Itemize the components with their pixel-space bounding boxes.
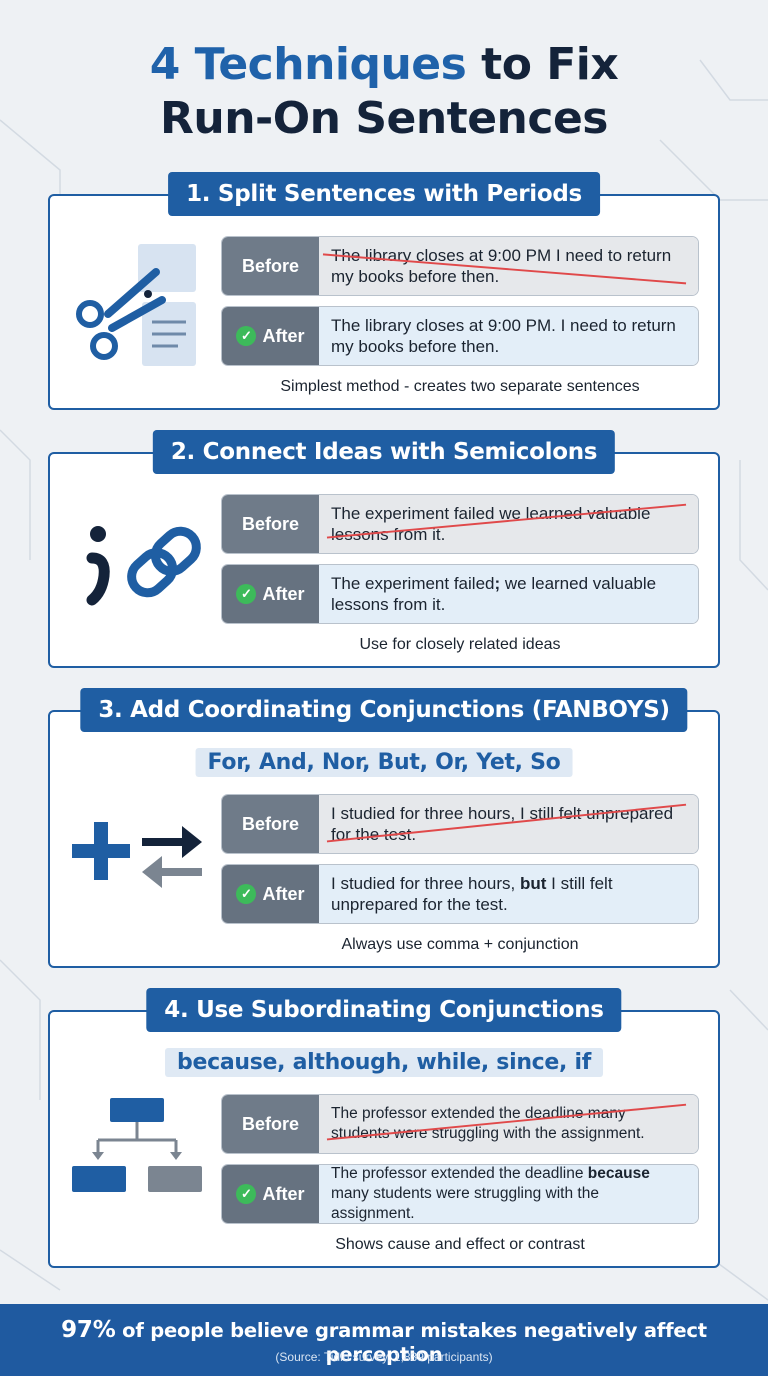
after-example: ✓After The library closes at 9:00 PM. I … [221, 306, 699, 366]
after-text: The professor extended the deadline beca… [319, 1165, 698, 1223]
technique-note: Use for closely related ideas [359, 636, 561, 653]
check-icon: ✓ [236, 584, 257, 604]
statistic-footer: 97% of people believe grammar mistakes n… [0, 1304, 768, 1376]
technique-heading: 2. Connect Ideas with Semicolons [152, 430, 616, 474]
hierarchy-diagram-icon [72, 1098, 202, 1192]
statistic-text: 97% of people believe grammar mistakes n… [61, 1317, 707, 1366]
before-example: Before The professor extended the deadli… [221, 1094, 699, 1154]
after-label: ✓After [222, 307, 319, 365]
before-label: Before [222, 237, 319, 295]
check-icon: ✓ [236, 326, 257, 346]
after-text: The experiment failed; we learned valuab… [319, 565, 698, 623]
plus-arrows-icon [72, 822, 202, 888]
after-text: I studied for three hours, but I still f… [319, 865, 698, 923]
technique-card-4: 4. Use Subordinating Conjunctions becaus… [48, 988, 720, 1268]
after-label: ✓After [222, 865, 319, 923]
after-label: ✓After [222, 1165, 319, 1223]
subordinating-word-list: because, although, while, since, if [165, 1048, 603, 1077]
technique-heading: 3. Add Coordinating Conjunctions (FANBOY… [80, 688, 688, 732]
before-label: Before [222, 495, 319, 553]
scissors-document-icon [76, 244, 196, 366]
before-example: Before The library closes at 9:00 PM I n… [221, 236, 699, 296]
semicolon-link-icon [86, 526, 201, 606]
after-example: ✓After I studied for three hours, but I … [221, 864, 699, 924]
before-text: The experiment failed we learned valuabl… [319, 495, 698, 553]
technique-card-2: 2. Connect Ideas with Semicolons Before … [48, 430, 720, 668]
after-example: ✓After The experiment failed; we learned… [221, 564, 699, 624]
before-text: I studied for three hours, I still felt … [319, 795, 698, 853]
before-example: Before The experiment failed we learned … [221, 494, 699, 554]
check-icon: ✓ [236, 884, 257, 904]
before-text: The library closes at 9:00 PM I need to … [319, 237, 698, 295]
fanboys-word-list: For, And, Nor, But, Or, Yet, So [195, 748, 573, 777]
technique-note: Always use comma + conjunction [341, 936, 579, 953]
check-icon: ✓ [236, 1184, 257, 1204]
before-label: Before [222, 795, 319, 853]
technique-card-1: 1. Split Sentences with Periods Before T… [48, 172, 720, 410]
after-text: The library closes at 9:00 PM. I need to… [319, 307, 698, 365]
technique-heading: 4. Use Subordinating Conjunctions [146, 988, 622, 1032]
before-text: The professor extended the deadline many… [319, 1095, 698, 1153]
technique-note: Shows cause and effect or contrast [335, 1236, 585, 1253]
after-label: ✓After [222, 565, 319, 623]
source-citation: (Source: Tidio survey, 1,839 participant… [275, 1350, 493, 1364]
before-label: Before [222, 1095, 319, 1153]
technique-card-3: 3. Add Coordinating Conjunctions (FANBOY… [48, 688, 720, 968]
technique-note: Simplest method - creates two separate s… [280, 378, 640, 395]
after-example: ✓After The professor extended the deadli… [221, 1164, 699, 1224]
before-example: Before I studied for three hours, I stil… [221, 794, 699, 854]
technique-heading: 1. Split Sentences with Periods [168, 172, 600, 216]
page-title: 4 Techniques to Fix Run-On Sentences [149, 39, 619, 144]
